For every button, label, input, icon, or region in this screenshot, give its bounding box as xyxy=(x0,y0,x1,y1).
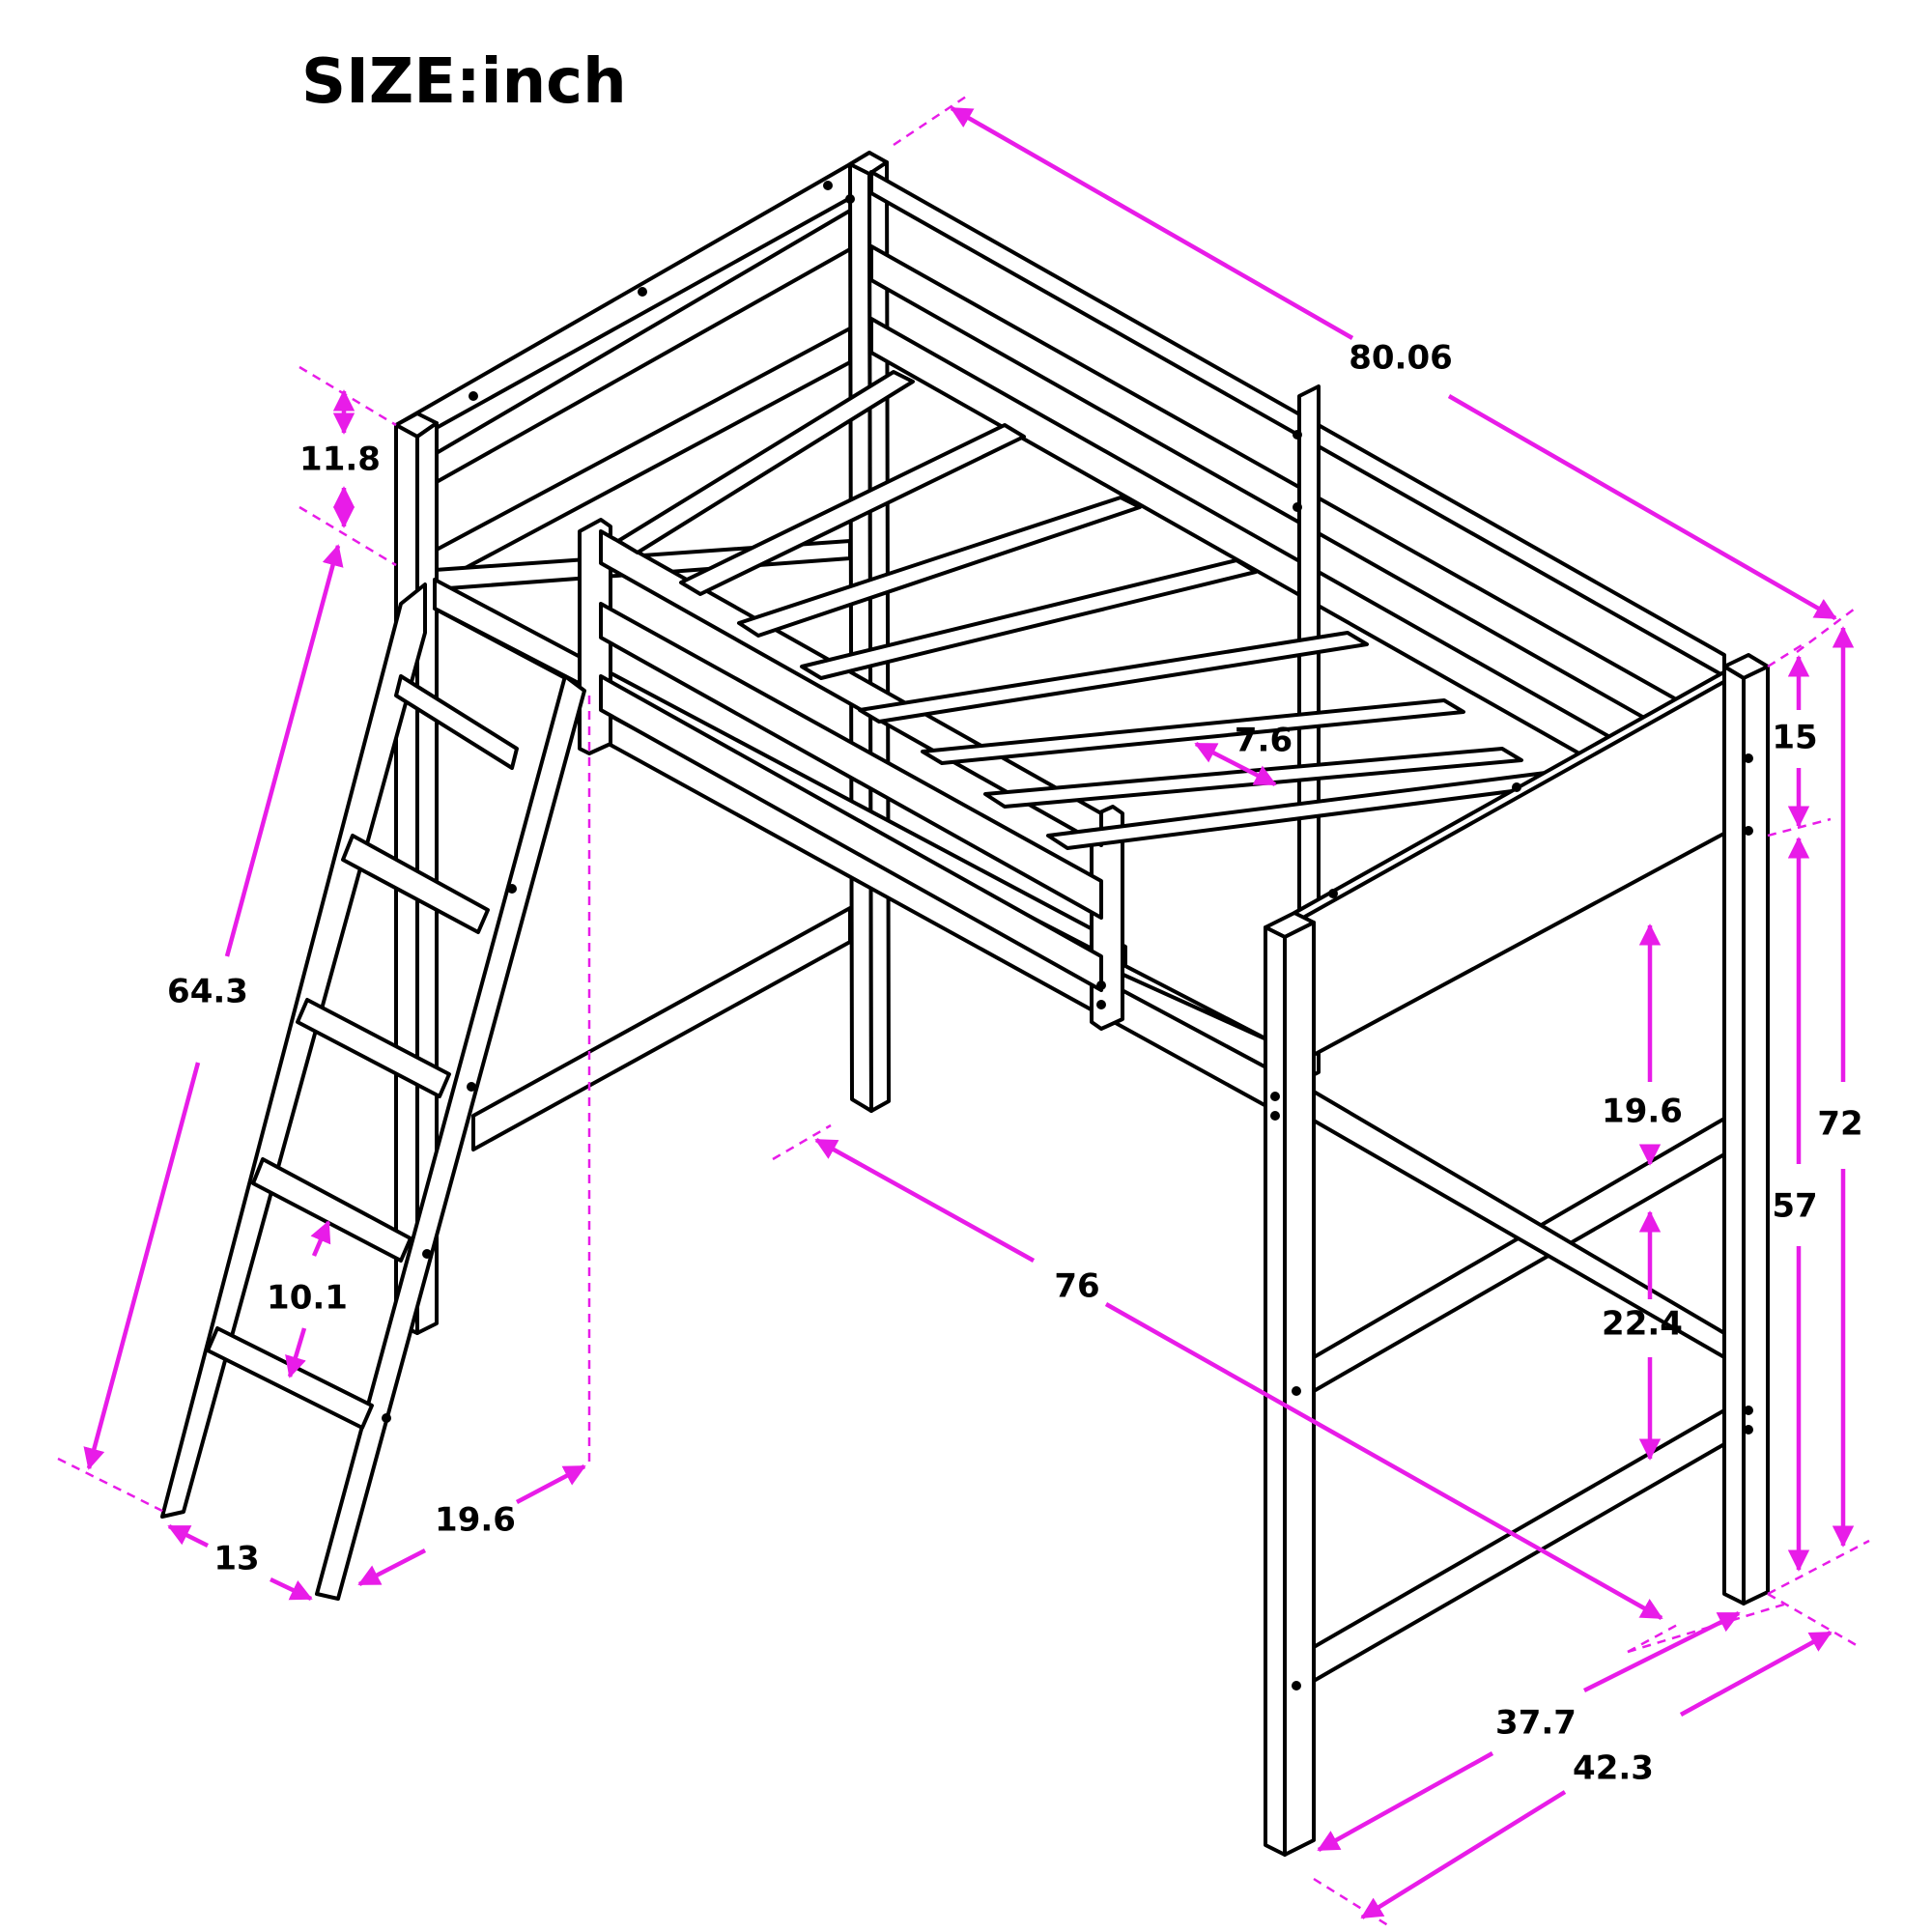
ladder-rung xyxy=(251,1157,412,1263)
page-title: SIZE:inch xyxy=(301,46,627,118)
dim-outer-width: 42.3 xyxy=(1573,1749,1654,1788)
bed-frame-drawing xyxy=(160,151,1770,1857)
dim-ladder-depth: 19.6 xyxy=(435,1501,516,1540)
ladder-left-rail xyxy=(160,582,427,1519)
dim-overall-length: 80.06 xyxy=(1349,339,1453,378)
dim-slat-spacing: 7.6 xyxy=(1235,722,1293,760)
dim-guardrail-height: 11.8 xyxy=(299,440,381,479)
dim-under-bed-clearance: 57 xyxy=(1772,1187,1817,1226)
foot-rail-lower xyxy=(1312,1408,1726,1683)
mattress-slats xyxy=(616,370,1567,850)
ladder-right-rail xyxy=(315,674,586,1601)
dim-ladder-height: 64.3 xyxy=(167,973,248,1011)
dim-inner-width: 37.7 xyxy=(1495,1704,1577,1743)
ladder-rung xyxy=(206,1326,374,1430)
ladder-rung xyxy=(296,998,451,1098)
dim-headboard-panel: 15 xyxy=(1772,719,1817,757)
dim-inner-length: 76 xyxy=(1054,1267,1099,1306)
dimension-annotations xyxy=(57,95,1870,1929)
dim-total-height: 72 xyxy=(1817,1105,1862,1144)
ladder-rung xyxy=(341,834,490,934)
foot-top-panel xyxy=(1293,674,1731,1065)
dim-rung-spacing: 10.1 xyxy=(267,1279,348,1318)
ladder xyxy=(160,582,586,1601)
foot-rail-upper xyxy=(1312,1117,1726,1393)
dim-upper-rail-gap: 19.6 xyxy=(1602,1093,1683,1131)
head-lower-rail xyxy=(471,906,852,1151)
dimension-labels: 80.06 11.8 64.3 7.6 15 72 57 19.6 22.4 7… xyxy=(167,339,1863,1788)
dim-lower-rail-gap: 22.4 xyxy=(1602,1305,1683,1344)
dim-ladder-width: 13 xyxy=(213,1540,259,1578)
